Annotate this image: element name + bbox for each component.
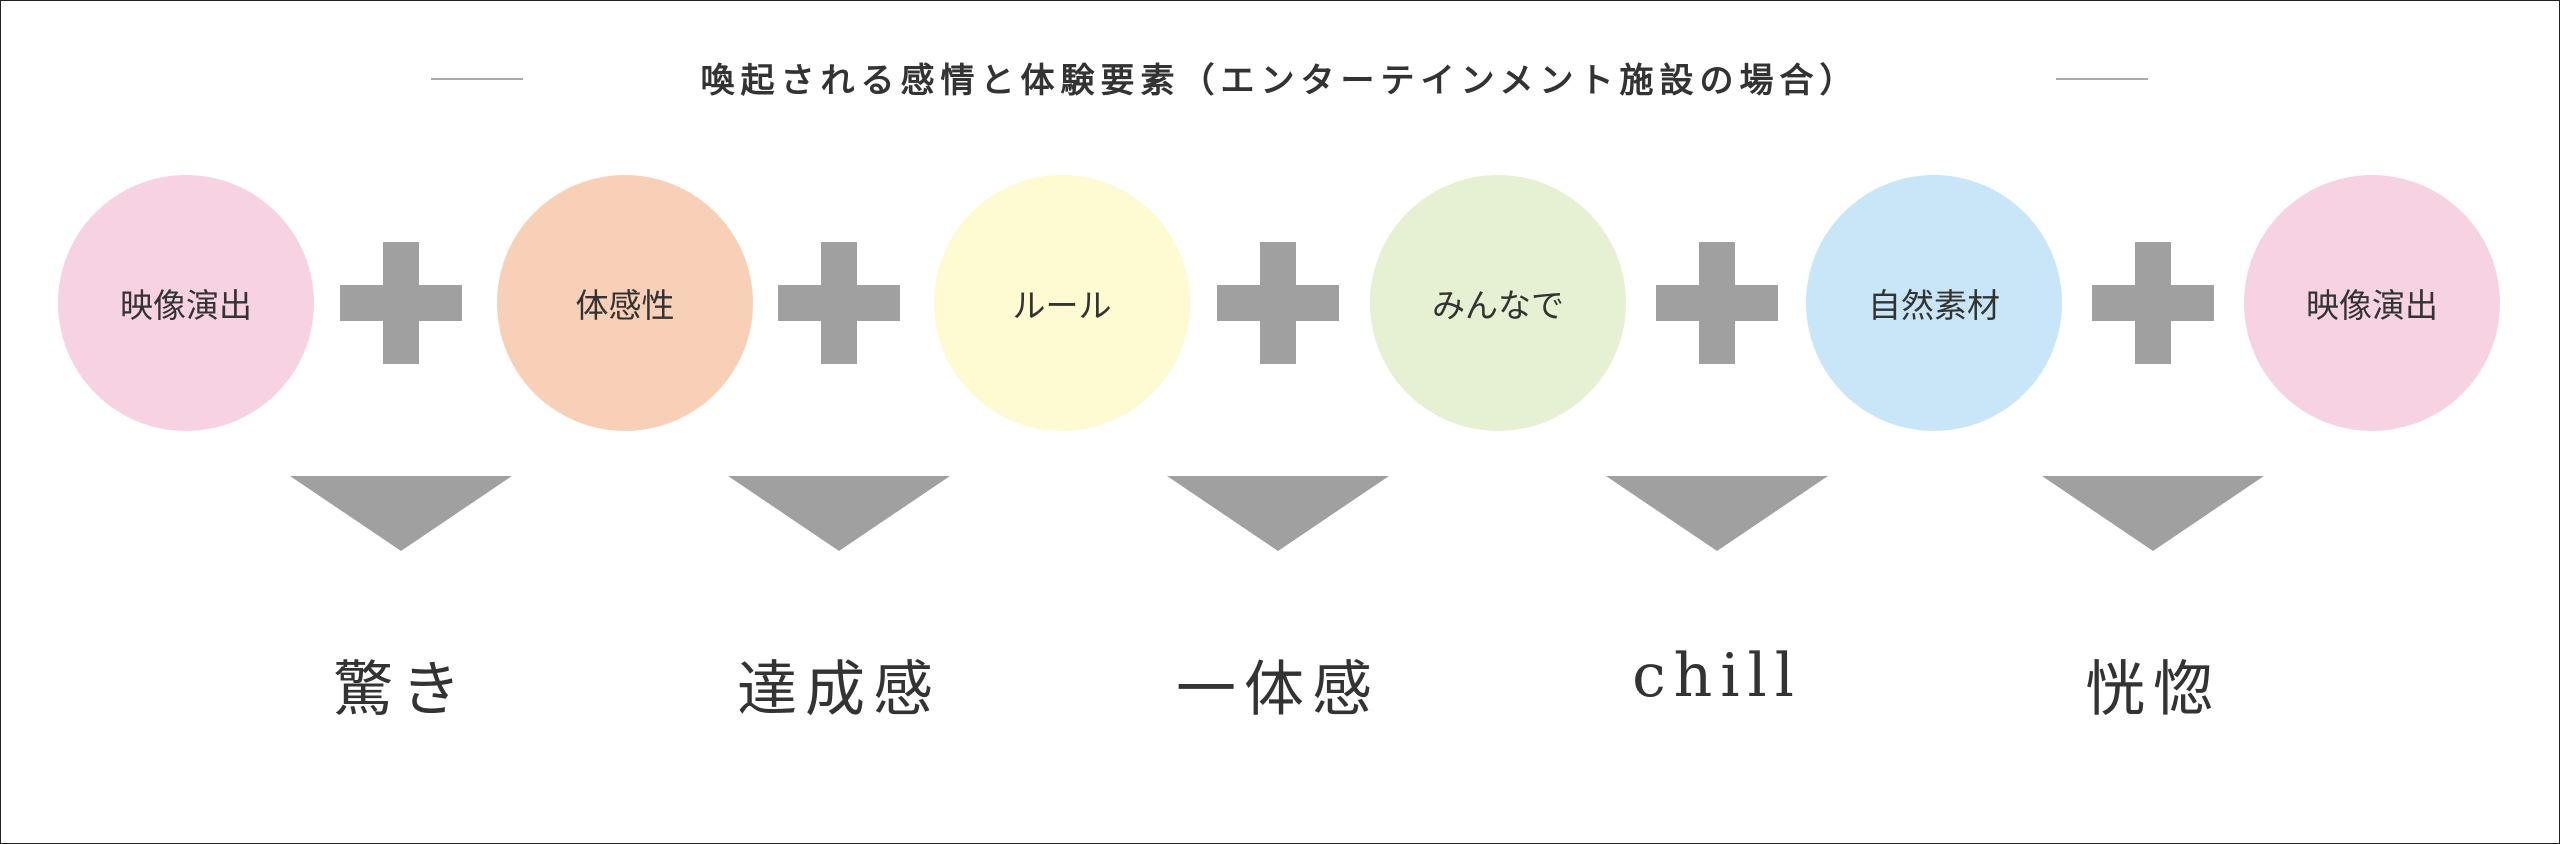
emotion-label: 達成感 bbox=[737, 655, 941, 725]
element-label: 体感性 bbox=[575, 286, 675, 325]
element-circle-3: ルール bbox=[934, 175, 1190, 431]
emotion-label: 恍惚 bbox=[2085, 655, 2221, 725]
plus-icon bbox=[1217, 242, 1339, 364]
element-label: みんなで bbox=[1432, 286, 1564, 325]
arrow-down-icon bbox=[1167, 476, 1389, 551]
diagram-title: 喚起される感情と体験要素（エンターテインメント施設の場合） bbox=[700, 61, 1860, 101]
plus-icon bbox=[340, 242, 462, 364]
element-label: 映像演出 bbox=[2306, 286, 2438, 325]
element-label: ルール bbox=[1012, 286, 1112, 325]
emotion-label: chill bbox=[1632, 641, 1802, 711]
plus-icon bbox=[778, 242, 900, 364]
element-circle-2: 体感性 bbox=[497, 175, 753, 431]
emotion-label: 驚き bbox=[333, 655, 469, 725]
emotion-label: 一体感 bbox=[1176, 655, 1380, 725]
plus-icon bbox=[2092, 242, 2214, 364]
arrow-down-icon bbox=[2042, 476, 2264, 551]
arrow-down-icon bbox=[290, 476, 512, 551]
element-circle-6: 映像演出 bbox=[2244, 175, 2500, 431]
element-circle-5: 自然素材 bbox=[1806, 175, 2062, 431]
arrow-down-icon bbox=[1606, 476, 1828, 551]
title-rule-left bbox=[431, 78, 523, 80]
arrow-down-icon bbox=[728, 476, 950, 551]
element-circle-4: みんなで bbox=[1370, 175, 1626, 431]
element-circle-1: 映像演出 bbox=[58, 175, 314, 431]
title-rule-right bbox=[2056, 78, 2148, 80]
element-label: 映像演出 bbox=[120, 286, 252, 325]
plus-icon bbox=[1656, 242, 1778, 364]
element-label: 自然素材 bbox=[1868, 286, 2000, 325]
